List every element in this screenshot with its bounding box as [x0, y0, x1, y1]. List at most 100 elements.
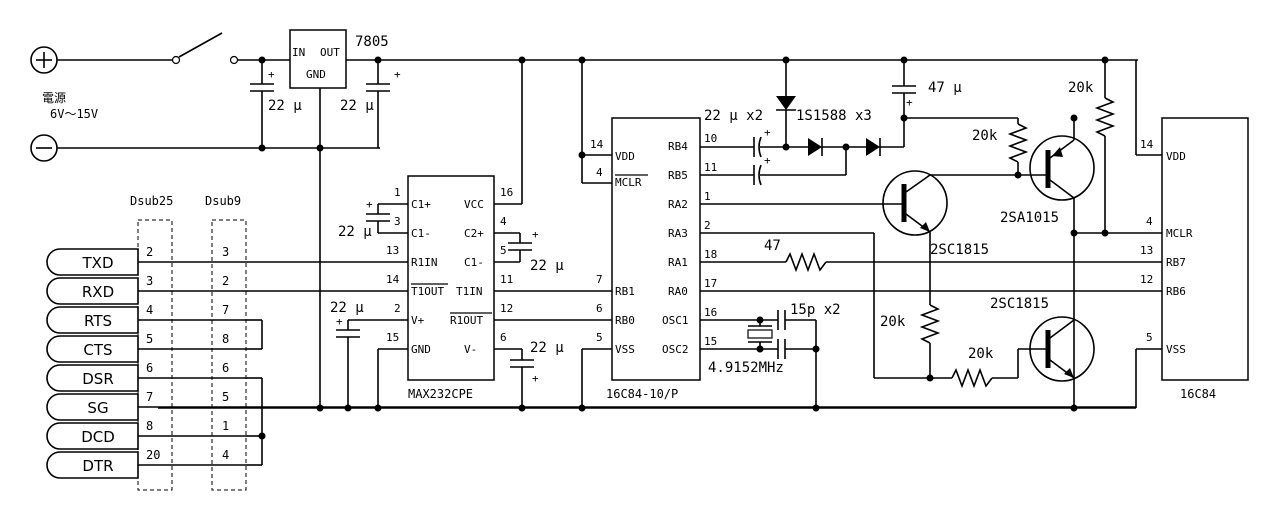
dsub25-pin-number: 7: [146, 390, 153, 404]
dsub25-pin-number: 5: [146, 332, 153, 346]
pic1-pin-number: 7: [596, 273, 603, 286]
signal-label: DCD: [81, 428, 115, 446]
pic2-pin-number: 5: [1146, 331, 1153, 344]
pic1-pin-number: 5: [596, 331, 603, 344]
cap-vminus-plus: +: [532, 372, 539, 385]
max232-pin-number: 16: [500, 186, 513, 199]
power-source-label: 電源: [42, 91, 66, 105]
max232-pin-number: 14: [386, 273, 400, 286]
dsub9-pin-number: 8: [222, 332, 229, 346]
pic2-pin-number: 4: [1146, 215, 1153, 228]
diodes-label: 1S1588 x3: [796, 108, 872, 124]
regulator-7805: [289, 29, 347, 89]
max232-pin-label: V+: [411, 314, 425, 327]
signal-tab: [46, 422, 139, 450]
oscillator-section: 4.9152MHz 15p x2: [700, 302, 841, 408]
resistor-20k-pnp-base: [1007, 123, 1029, 163]
pic1-name: 16C84-10/P: [606, 387, 678, 401]
resistor-20k-top-label: 20k: [1068, 80, 1094, 96]
max232-pin-number: 3: [394, 215, 401, 228]
resistor-20k-base-label: 20k: [972, 128, 998, 144]
pic1-pin-label: RA3: [668, 227, 688, 240]
pic1-pin-number: 2: [704, 219, 711, 232]
max232-chip: [407, 175, 495, 381]
switch-contact: [171, 55, 181, 65]
max232-pin-label: VCC: [464, 198, 484, 211]
max232-pin-number: 2: [394, 302, 401, 315]
signal-label: TXD: [82, 254, 114, 272]
regulator-gnd-label: GND: [306, 68, 326, 81]
pic1-pin-number: 1: [704, 190, 711, 203]
signal-tab: [46, 364, 139, 392]
max232-pin-label: C1+: [411, 198, 431, 211]
signal-label: CTS: [83, 341, 112, 359]
diode-1: [776, 96, 796, 110]
pic1-pin-number: 4: [596, 166, 603, 179]
signal-label: RXD: [82, 283, 114, 301]
cap-vplus-label: 22 μ: [330, 300, 364, 316]
max232-pin-number: 15: [386, 331, 399, 344]
signal-label: RTS: [84, 312, 112, 330]
transistor-section: 20k 2SA1015 20k 2SC1815 20: [700, 56, 1162, 412]
dsub25-title: Dsub25: [130, 194, 173, 208]
dsub9-pin-number: 6: [222, 361, 229, 375]
cap-pump1-plus: +: [764, 126, 771, 139]
resistor-47: [785, 251, 827, 273]
pic1-pin-label: RA2: [668, 198, 688, 211]
pic1-pin-number: 11: [704, 161, 717, 174]
pic1-pin-label: RA1: [668, 256, 688, 269]
power-switch: [178, 32, 223, 58]
pic1-pin-label: OSC1: [662, 314, 689, 327]
resistor-47-label: 47: [764, 238, 781, 254]
cap-47-plus: +: [906, 96, 913, 109]
pic2-section: 16C84 VDD MCLR RB7 RB6 VSS 14 4 13 12 5: [1135, 60, 1249, 408]
pic1-pin-number: 10: [704, 132, 717, 145]
signal-tab: [46, 248, 139, 276]
signal-tab: [46, 451, 139, 479]
dsub25-pin-number: 20: [146, 448, 160, 462]
pic1-pin-label: RA0: [668, 285, 688, 298]
max232-pin-label: T1IN: [456, 285, 483, 298]
diode-3: [866, 138, 880, 156]
pic1-pin-number: 16: [704, 306, 717, 319]
pic1-pin-label: MCLR: [615, 176, 642, 189]
transistor-2sa1015: [1029, 135, 1095, 201]
signal-label: DTR: [82, 457, 113, 475]
resistor-20k-bottom: [951, 367, 993, 389]
signal-label: SG: [87, 399, 108, 417]
cap-vminus-label: 22 μ: [530, 340, 564, 356]
pic1-pin-label: RB5: [668, 169, 688, 182]
max232-pin-label: V-: [464, 343, 477, 356]
npn-bottom-label: 2SC1815: [990, 296, 1049, 312]
max232-pin-label: R1OUT: [450, 314, 483, 327]
cap-out-label: 22 μ: [340, 98, 374, 114]
dsub9-pin-number: 4: [222, 448, 229, 462]
dsub25-pin-number: 4: [146, 303, 153, 317]
cap-47-label: 47 μ: [928, 80, 962, 96]
max232-pin-number: 4: [500, 215, 507, 228]
pic1-pin-label: VSS: [615, 343, 635, 356]
pic2-pin-label: VSS: [1166, 343, 1186, 356]
cap-c2-plus: +: [532, 228, 539, 241]
pic1-pin-label: VDD: [615, 150, 635, 163]
regulator-name: 7805: [355, 34, 389, 50]
regulator-out-label: OUT: [320, 46, 340, 59]
cap-c2-label: 22 μ: [530, 258, 564, 274]
pic1-pin-number: 14: [590, 138, 604, 151]
max232-name: MAX232CPE: [408, 387, 473, 401]
pic-16c84-chip: [1161, 117, 1249, 381]
pic2-name: 16C84: [1180, 387, 1216, 401]
pic1-pin-number: 18: [704, 248, 717, 261]
resistor-20k-collector: [919, 304, 941, 344]
max232-section: MAX232CPE C1+ C1- R1IN T1OUT V+ GND 1 3 …: [330, 56, 612, 408]
dsub9-pin-number: 7: [222, 303, 229, 317]
signal-tab: [46, 393, 139, 421]
dsub9-pin-number: 3: [222, 245, 229, 259]
pic2-pin-number: 12: [1140, 273, 1153, 286]
osc-cap-label: 15p x2: [790, 302, 841, 318]
power-section: 電源 6V～15V IN OUT GND 7805 + 22 μ + 22 μ: [30, 29, 1138, 408]
pic1-pin-number: 15: [704, 335, 717, 348]
cap-in-plus: +: [268, 68, 275, 81]
